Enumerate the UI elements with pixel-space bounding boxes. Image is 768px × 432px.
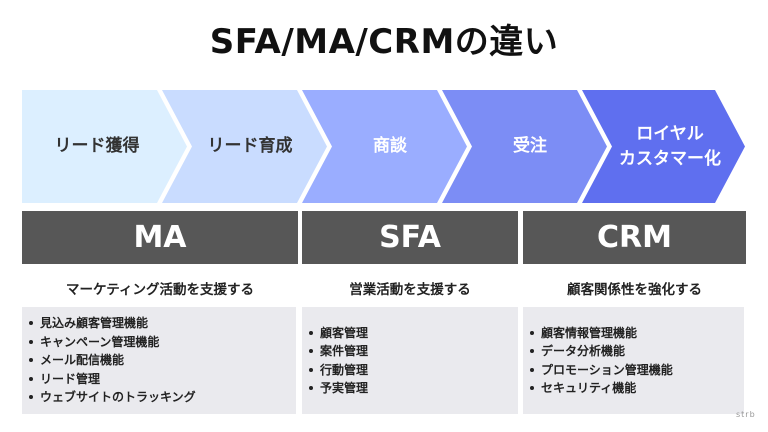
stage-chevron-lead-acquisition bbox=[22, 90, 187, 203]
sfa-feature-list: 顧客管理 案件管理 行動管理 予実管理 bbox=[302, 324, 368, 398]
ma-band: MA bbox=[22, 211, 298, 264]
stage-label-loyal-customer: ロイヤル カスタマー化 bbox=[619, 123, 721, 169]
crm-feature-list: 顧客情報管理機能 データ分析機能 プロモーション管理機能 セキュリティ機能 bbox=[523, 324, 673, 398]
crm-feature-panel: 顧客情報管理機能 データ分析機能 プロモーション管理機能 セキュリティ機能 bbox=[523, 307, 744, 414]
list-item: セキュリティ機能 bbox=[530, 379, 673, 398]
crm-band: CRM bbox=[523, 211, 746, 264]
crm-description: 顧客関係性を強化する bbox=[567, 282, 702, 298]
list-item: データ分析機能 bbox=[530, 342, 673, 361]
list-item: 行動管理 bbox=[308, 361, 368, 380]
stage-chevron-negotiation bbox=[302, 90, 467, 203]
list-item: ウェブサイトのトラッキング bbox=[29, 388, 196, 407]
list-item: プロモーション管理機能 bbox=[530, 361, 673, 380]
list-item: 顧客管理 bbox=[308, 324, 368, 343]
brand-logo: strb bbox=[736, 410, 756, 419]
list-item: キャンペーン管理機能 bbox=[29, 333, 196, 352]
ma-feature-panel: 見込み顧客管理機能 キャンペーン管理機能 メール配信機能 リード管理 ウェブサイ… bbox=[22, 307, 296, 414]
stage-label-order: 受注 bbox=[513, 136, 547, 156]
sfa-description: 営業活動を支援する bbox=[349, 282, 471, 298]
ma-feature-list: 見込み顧客管理機能 キャンペーン管理機能 メール配信機能 リード管理 ウェブサイ… bbox=[22, 314, 196, 407]
list-item: リード管理 bbox=[29, 370, 196, 389]
sfa-band: SFA bbox=[302, 211, 518, 264]
stage-chevron-lead-nurturing bbox=[162, 90, 327, 203]
stage-chevron-loyal-customer bbox=[582, 90, 745, 203]
list-item: 予実管理 bbox=[308, 379, 368, 398]
list-item: 見込み顧客管理機能 bbox=[29, 314, 196, 333]
stage-label-lead-acquisition: リード獲得 bbox=[54, 136, 140, 156]
stage-label-negotiation: 商談 bbox=[373, 136, 407, 156]
page-title: SFA/MA/CRMの違い bbox=[209, 22, 559, 62]
sfa-feature-panel: 顧客管理 案件管理 行動管理 予実管理 bbox=[302, 307, 518, 414]
list-item: 案件管理 bbox=[308, 342, 368, 361]
list-item: 顧客情報管理機能 bbox=[530, 324, 673, 343]
list-item: メール配信機能 bbox=[29, 351, 196, 370]
ma-description: マーケティング活動を支援する bbox=[66, 282, 254, 298]
stage-label-lead-nurturing: リード育成 bbox=[207, 136, 293, 156]
stage-chevron-order bbox=[442, 90, 607, 203]
